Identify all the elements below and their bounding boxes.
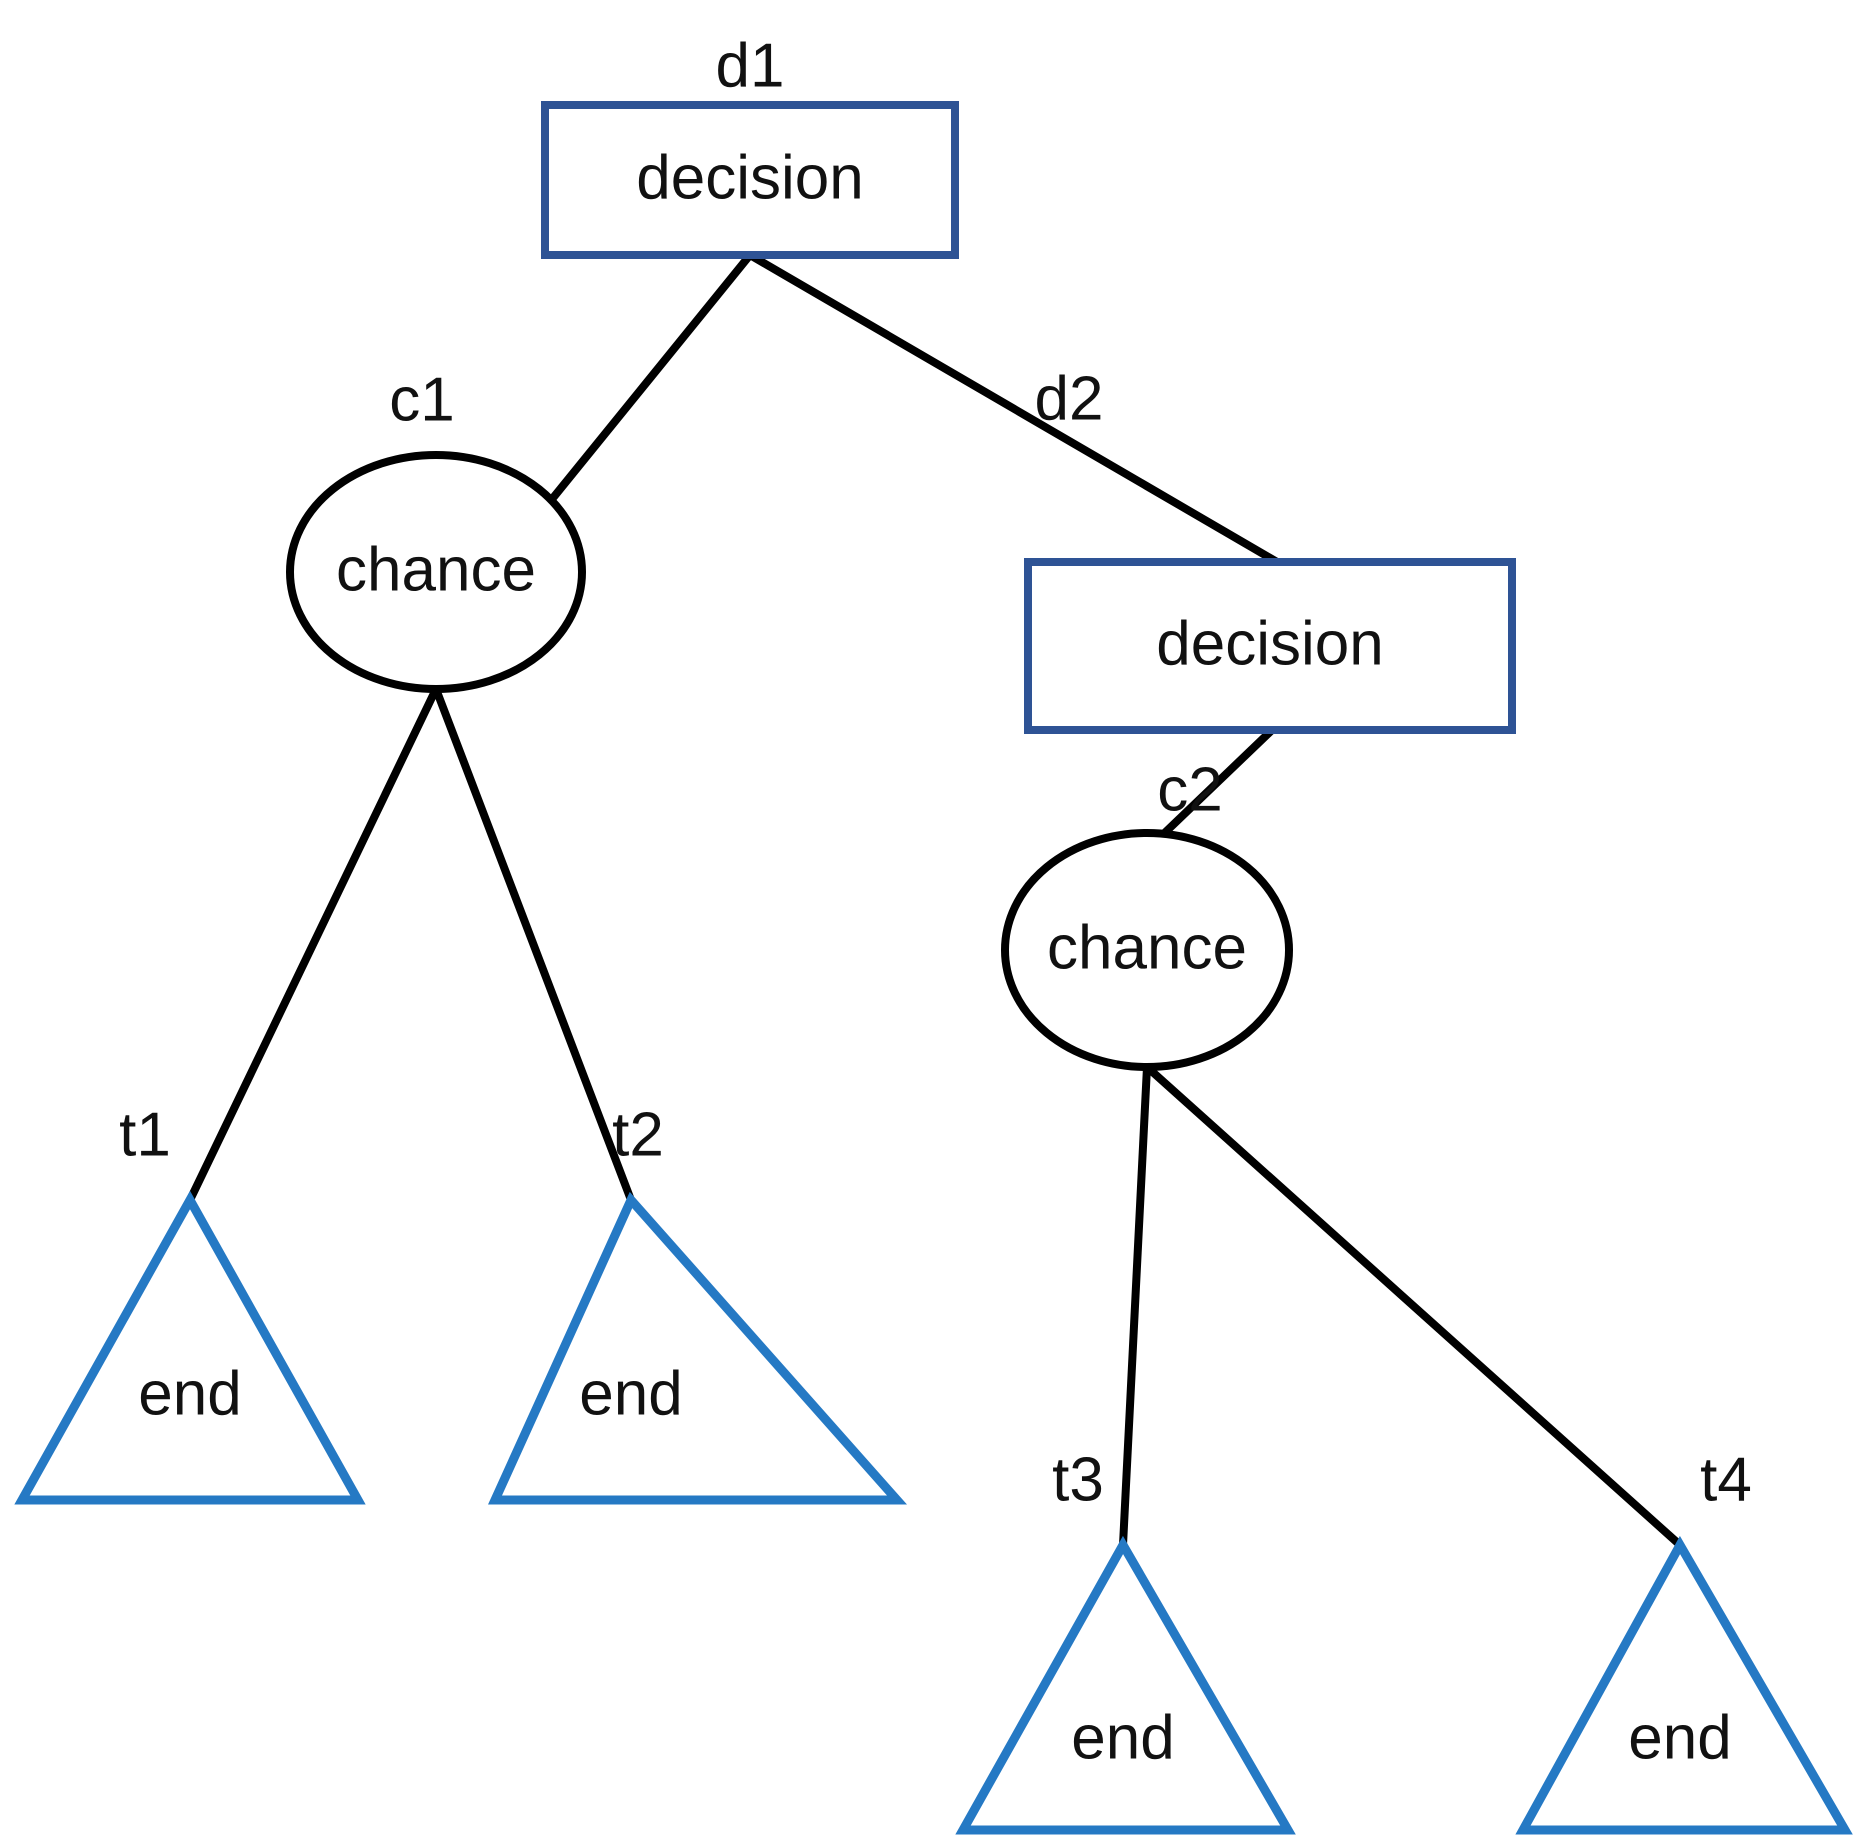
decision-node-d1[interactable] — [541, 101, 959, 259]
node-label-t3: t3 — [1052, 1445, 1104, 1514]
edge-c2-to-t3 — [1119, 1063, 1151, 1549]
node-text-layer: decision chance decision chance end end … — [138, 143, 1731, 1772]
chance-node-c2[interactable] — [1001, 829, 1293, 1071]
edge-d1-to-d2 — [746, 251, 1281, 566]
edge-d2-to-c2 — [1148, 726, 1276, 849]
node-label-c1: c1 — [389, 365, 454, 434]
terminal-node-t1[interactable] — [14, 1190, 366, 1505]
chance-node-c2-text: chance — [1047, 913, 1247, 982]
terminal-nodes-layer — [14, 1190, 1853, 1835]
node-label-c2: c2 — [1157, 755, 1222, 824]
chance-node-c1[interactable] — [286, 451, 586, 693]
terminal-node-t2[interactable] — [488, 1191, 908, 1505]
terminal-node-t4-text: end — [1628, 1703, 1731, 1772]
node-label-t2: t2 — [612, 1100, 664, 1169]
chance-node-c1-text: chance — [336, 535, 536, 604]
node-label-d1: d1 — [716, 31, 785, 100]
node-label-t4: t4 — [1700, 1445, 1752, 1514]
edge-c1-to-t1 — [186, 685, 440, 1204]
edge-d1-to-c1 — [523, 251, 754, 534]
terminal-node-t3[interactable] — [955, 1535, 1296, 1835]
terminal-node-t4[interactable] — [1515, 1535, 1853, 1835]
decision-node-d1-text: decision — [636, 143, 863, 212]
edges-layer — [186, 251, 1684, 1549]
terminal-node-t2-text: end — [579, 1359, 682, 1428]
node-label-layer: d1 c1 d2 c2 t1 t2 t3 t4 — [119, 31, 1752, 1514]
decision-node-d2-text: decision — [1156, 609, 1383, 678]
edge-c1-to-t2 — [432, 685, 635, 1204]
chance-nodes-layer — [286, 451, 1293, 1071]
node-label-d2: d2 — [1035, 364, 1104, 433]
node-label-t1: t1 — [119, 1100, 171, 1169]
edge-c2-to-t4 — [1143, 1063, 1684, 1549]
terminal-node-t1-text: end — [138, 1359, 241, 1428]
decision-node-d2[interactable] — [1024, 558, 1516, 734]
decision-nodes-layer — [541, 101, 1516, 734]
terminal-node-t3-text: end — [1071, 1703, 1174, 1772]
